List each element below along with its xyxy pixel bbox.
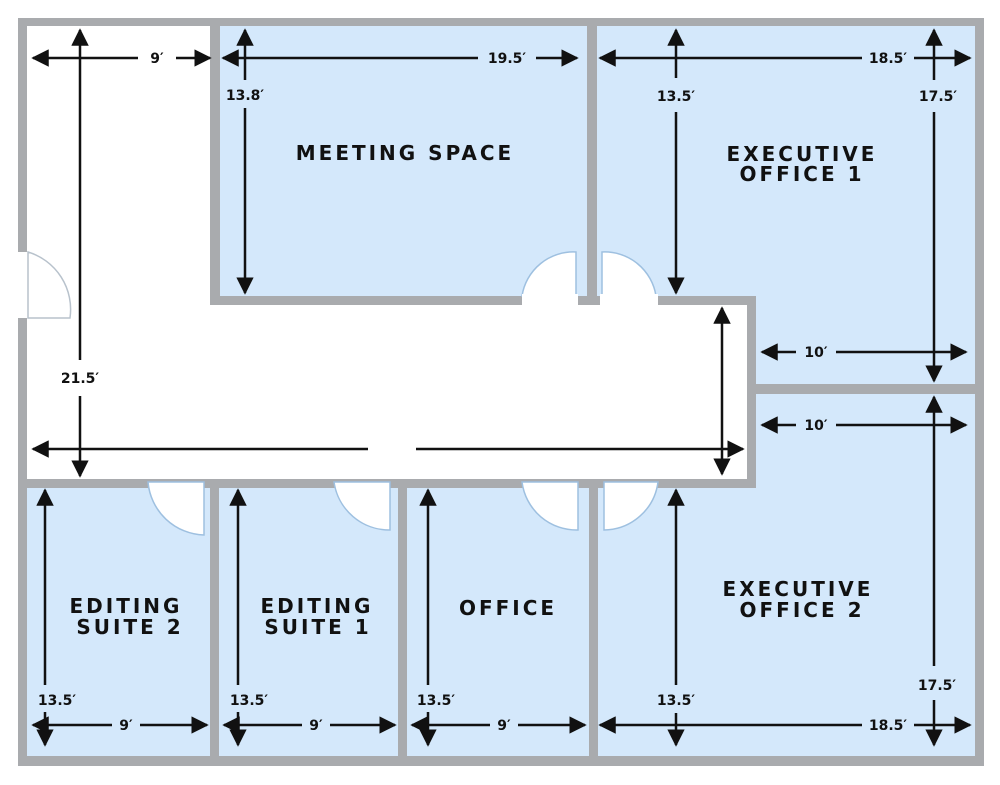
room-meeting-space [220, 26, 587, 296]
label-exec-office-1-line1: EXECUTIVE [727, 142, 878, 166]
exec-office-2-door[interactable] [603, 481, 659, 531]
label-editing-suite-1-line2: SUITE 1 [264, 615, 371, 639]
label-exec-office-2-line2: OFFICE 2 [740, 598, 865, 622]
dim-meeting-depth: 13.8′ [226, 88, 265, 104]
dim-exec1-width: 18.5′ [869, 51, 908, 67]
dim-edit1-width: 9′ [309, 718, 323, 734]
hallway [27, 26, 747, 479]
dim-exec2-full-depth: 17.5′ [918, 678, 957, 694]
dim-exec2-width: 18.5′ [869, 718, 908, 734]
editing-suite-1-door[interactable] [333, 481, 391, 531]
label-editing-suite-2-line2: SUITE 2 [76, 615, 183, 639]
entry-opening [18, 252, 28, 318]
dim-exec1-full-depth: 17.5′ [919, 89, 958, 105]
dim-meeting-width: 19.5′ [488, 51, 527, 67]
dim-office-width: 9′ [497, 718, 511, 734]
label-exec-office-1-line2: OFFICE 1 [740, 162, 865, 186]
dim-edit2-width: 9′ [119, 718, 133, 734]
label-editing-suite-2-line1: EDITING [70, 594, 183, 618]
entry-door[interactable] [27, 250, 72, 319]
room-office [407, 488, 589, 756]
meeting-door-gap [522, 294, 578, 306]
office-door[interactable] [521, 481, 579, 531]
dimension-arrows [31, 28, 972, 747]
meeting-door[interactable] [521, 251, 577, 297]
room-editing-suite-1 [219, 488, 398, 756]
label-editing-suite-1-line1: EDITING [261, 594, 374, 618]
dim-hall-top-width: 9′ [150, 51, 164, 67]
label-exec-office-2-line1: EXECUTIVE [723, 577, 874, 601]
room-editing-suite-2 [27, 488, 210, 756]
exec-1-door-gap [600, 294, 658, 306]
dim-office-depth: 13.5′ [417, 693, 456, 709]
dim-exec2-notch-width: 10′ [804, 418, 827, 434]
dim-exec1-notch-width: 10′ [804, 345, 827, 361]
dim-hall-height: 21.5′ [61, 371, 100, 387]
dim-edit2-depth: 13.5′ [38, 693, 77, 709]
room-executive-office-1 [597, 26, 975, 384]
dim-exec2-depth: 13.5′ [657, 693, 696, 709]
dim-edit1-depth: 13.5′ [230, 693, 269, 709]
dim-exec1-depth: 13.5′ [657, 89, 696, 105]
label-office: OFFICE [459, 596, 557, 620]
editing-suite-2-door[interactable] [147, 481, 205, 536]
label-meeting-space: MEETING SPACE [296, 141, 514, 165]
room-executive-office-2 [598, 394, 975, 756]
